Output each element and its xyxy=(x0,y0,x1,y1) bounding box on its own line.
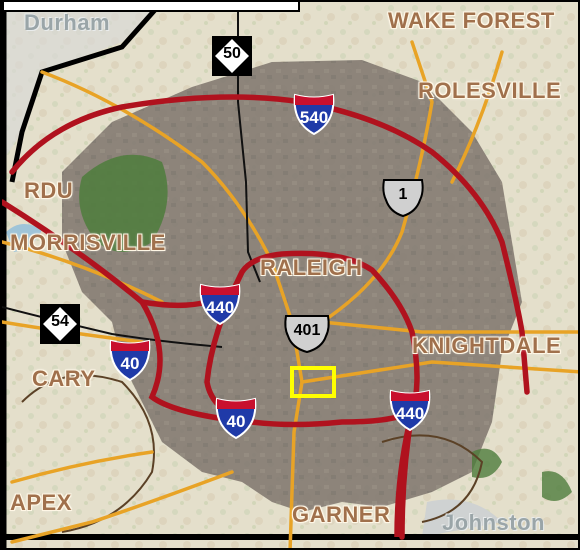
interstate-440-west-number: 440 xyxy=(205,298,235,317)
cary-limit xyxy=(21,374,155,533)
i540-loop xyxy=(9,94,530,395)
place-label-johnston: Johnston xyxy=(442,510,545,535)
place-label-rolesville: ROLESVILLE xyxy=(418,78,562,103)
nc54-road xyxy=(2,306,223,348)
us-401-number: 401 xyxy=(293,322,321,339)
place-label-wake-forest: WAKE FOREST xyxy=(388,8,555,33)
us-1-shield-icon[interactable]: 1 xyxy=(380,178,426,218)
interstate-440-east-number: 440 xyxy=(395,404,425,423)
interstate-440-east-shield-icon[interactable]: 440 xyxy=(388,388,432,432)
park-east xyxy=(542,471,572,501)
place-label-knightdale: KNIGHTDALE xyxy=(412,333,562,358)
nc-50-number: 50 xyxy=(223,45,241,62)
place-label-cary: CARY xyxy=(32,366,96,391)
us-1-number: 1 xyxy=(398,186,408,203)
place-label-morrisville: MORRISVILLE xyxy=(10,230,166,255)
garner-limit xyxy=(381,434,484,523)
interstate-40-south-shield-icon[interactable]: 40 xyxy=(214,396,258,440)
nc-54-shield-icon[interactable]: 54 xyxy=(40,304,80,344)
interstate-540-number: 540 xyxy=(299,108,329,127)
interstate-40-west-number: 40 xyxy=(120,354,140,373)
place-label-apex: APEX xyxy=(10,490,72,515)
inset-label-strip xyxy=(2,2,300,12)
place-label-durham: Durham xyxy=(24,10,111,35)
place-label-raleigh: RALEIGH xyxy=(260,255,363,280)
place-label-garner: GARNER xyxy=(292,502,391,527)
umstead-park xyxy=(79,154,168,252)
us-401-shield-icon[interactable]: 401 xyxy=(282,314,332,354)
interstate-40-west-shield-icon[interactable]: 40 xyxy=(108,338,152,382)
durham-area-shading xyxy=(2,2,162,162)
nc-54-number: 54 xyxy=(51,313,69,330)
interstate-540-shield-icon[interactable]: 540 xyxy=(292,92,336,136)
interstate-40-south-number: 40 xyxy=(226,412,246,431)
nc-50-shield-icon[interactable]: 50 xyxy=(212,36,252,76)
interstate-440-west-shield-icon[interactable]: 440 xyxy=(198,282,242,326)
location-highlight-box[interactable] xyxy=(290,366,336,398)
place-label-rdu: RDU xyxy=(24,178,74,203)
johnston-area-shading xyxy=(422,499,502,537)
